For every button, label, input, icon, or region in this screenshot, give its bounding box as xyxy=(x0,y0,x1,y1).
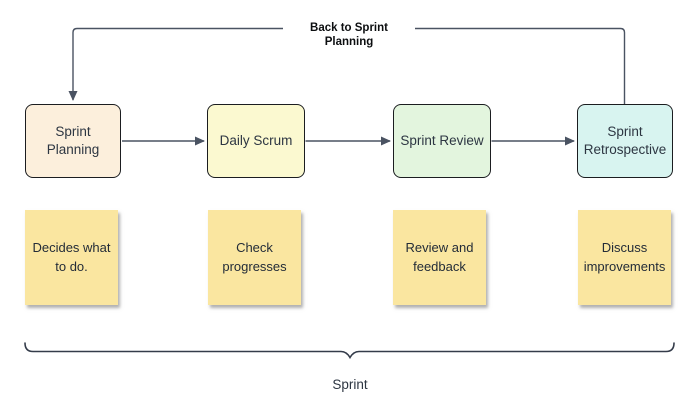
node-sprint-review: Sprint Review xyxy=(393,104,491,178)
sticky-note-sprint-review: Review and feedback xyxy=(393,210,486,305)
node-label: Daily Scrum xyxy=(219,132,293,148)
sticky-note-sprint-planning: Decides what to do. xyxy=(25,210,118,305)
node-label: Sprint Review xyxy=(400,132,484,148)
node-sprint-retrospective: Sprint Retrospective xyxy=(577,104,673,178)
node-label: Sprint Retrospective xyxy=(583,123,667,157)
sticky-note-text: Discuss improvements xyxy=(583,240,666,274)
sticky-note-sprint-retrospective: Discuss improvements xyxy=(578,210,671,305)
back-edge-label: Back to Sprint Planning xyxy=(283,21,415,51)
sticky-note-text: Check progresses xyxy=(222,240,287,274)
node-sprint-planning: Sprint Planning xyxy=(25,104,121,178)
sprint-bracket xyxy=(24,342,675,360)
node-daily-scrum: Daily Scrum xyxy=(207,104,305,178)
sticky-note-daily-scrum: Check progresses xyxy=(208,210,301,305)
sticky-note-text: Decides what to do. xyxy=(32,240,111,274)
bracket-label: Sprint xyxy=(332,377,368,392)
node-label: Sprint Planning xyxy=(46,123,100,157)
sticky-note-text: Review and feedback xyxy=(405,240,474,274)
